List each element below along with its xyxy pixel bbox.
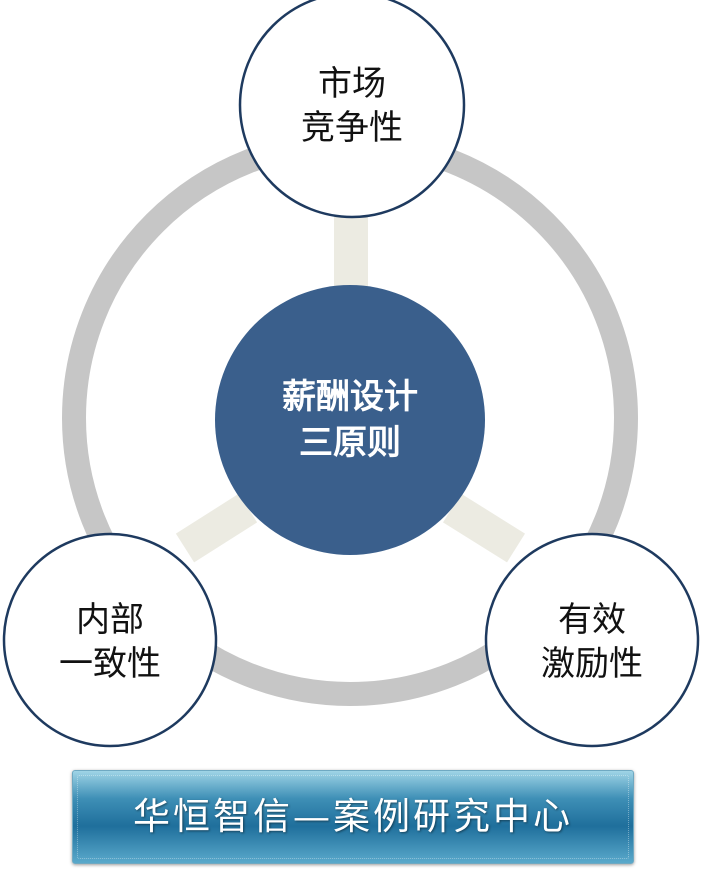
footer-banner-text: 华恒智信—案例研究中心 <box>133 795 573 838</box>
node-left-line2: 一致性 <box>59 644 161 684</box>
center-label: 薪酬设计 三原则 <box>230 374 470 466</box>
node-right-label: 有效 激励性 <box>492 598 692 686</box>
node-top-line2: 竞争性 <box>301 108 403 148</box>
node-left-line1: 内部 <box>76 600 144 640</box>
node-right-line1: 有效 <box>558 600 626 640</box>
node-left-circle <box>2 532 218 748</box>
node-top-circle <box>238 0 466 219</box>
node-right-line2: 激励性 <box>541 644 643 684</box>
center-circle <box>215 285 485 555</box>
center-line2: 三原则 <box>299 423 401 463</box>
node-left-label: 内部 一致性 <box>10 598 210 686</box>
node-right-circle <box>484 532 700 748</box>
node-top-line1: 市场 <box>318 64 386 104</box>
center-line1: 薪酬设计 <box>282 377 418 417</box>
spoke-right <box>442 493 526 563</box>
spoke-left <box>175 493 258 563</box>
node-top-label: 市场 竞争性 <box>252 62 452 150</box>
footer-banner: 华恒智信—案例研究中心 <box>72 770 634 864</box>
